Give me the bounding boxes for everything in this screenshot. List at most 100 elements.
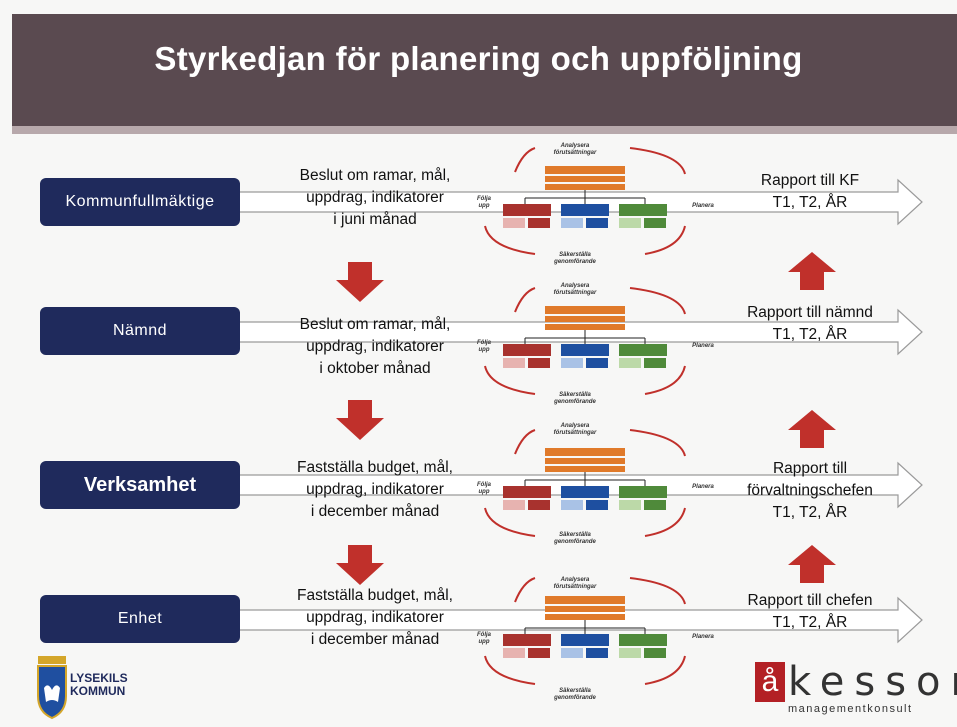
cycle-box	[545, 184, 625, 190]
cycle-box	[545, 306, 625, 314]
down-arrow-icon	[336, 262, 384, 302]
report-line: T1, T2, ÅR	[772, 194, 848, 211]
cycle-label-right: Planera	[692, 343, 714, 349]
cycle-box	[561, 344, 609, 356]
cycle-arrow	[629, 147, 686, 175]
cycle-box	[503, 358, 525, 368]
cycle-box	[528, 358, 550, 368]
cycle-box	[561, 648, 583, 658]
cycle-label-bottom: Säkerställa genomförande	[554, 392, 596, 405]
cycle-box	[561, 486, 609, 498]
report-kommunfullmaktige: Rapport till KF T1, T2, ÅR	[720, 170, 900, 214]
cycle-connector	[524, 472, 646, 486]
cycle-box	[528, 218, 550, 228]
cycle-arrow	[644, 225, 686, 255]
desc-line: uppdrag, indikatorer	[306, 189, 444, 206]
cycle-label-bottom: Säkerställa genomförande	[554, 688, 596, 701]
cycle-connector	[524, 330, 646, 344]
cycle-box	[644, 358, 666, 368]
cycle-box	[619, 358, 641, 368]
logo-line: LYSEKILS	[70, 671, 128, 685]
cycle-box	[619, 344, 667, 356]
cycle-arrow	[514, 577, 536, 603]
up-arrow-icon	[788, 545, 836, 583]
cycle-arrow	[484, 655, 536, 685]
level-box-namnd: Nämnd	[40, 307, 240, 355]
report-line: Rapport till chefen	[747, 592, 873, 609]
cycle-box	[619, 218, 641, 228]
level-box-kommunfullmaktige: Kommunfullmäktige	[40, 178, 240, 226]
cycle-arrow	[629, 577, 686, 605]
cycle-label-left: Följa upp	[476, 632, 491, 645]
report-line: förvaltningschefen	[747, 482, 873, 499]
cycle-box	[561, 358, 583, 368]
akesson-logo-name: kesson	[788, 659, 957, 705]
cycle-arrow	[644, 365, 686, 395]
desc-line: i december månad	[310, 631, 440, 648]
cycle-box	[561, 204, 609, 216]
report-verksamhet: Rapport till förvaltningschefen T1, T2, …	[720, 458, 900, 524]
cycle-box	[503, 218, 525, 228]
cycle-label-right: Planera	[692, 634, 714, 640]
cycle-arrow	[644, 507, 686, 537]
desc-line: Beslut om ramar, mål,	[299, 316, 451, 333]
cycle-arrow	[514, 147, 536, 173]
level-desc-kommunfullmaktige: Beslut om ramar, mål, uppdrag, indikator…	[275, 165, 475, 231]
cycle-box	[503, 500, 525, 510]
cycle-box	[503, 204, 551, 216]
cycle-box	[644, 648, 666, 658]
cycle-label-left: Följa upp	[476, 340, 491, 353]
report-enhet: Rapport till chefen T1, T2, ÅR	[720, 590, 900, 634]
akesson-logo-mark: å	[755, 662, 785, 702]
desc-line: i december månad	[310, 503, 440, 520]
cycle-box	[561, 500, 583, 510]
cycle-label-bottom: Säkerställa genomförande	[554, 532, 596, 545]
cycle-box	[619, 500, 641, 510]
cycle-box	[545, 596, 625, 604]
lysekil-coat-of-arms-icon	[37, 656, 67, 720]
cycle-arrow	[629, 429, 686, 457]
cycle-box	[545, 176, 625, 182]
desc-line: uppdrag, indikatorer	[306, 609, 444, 626]
cycle-label-bottom: Säkerställa genomförande	[554, 252, 596, 265]
cycle-box	[586, 218, 608, 228]
title-bar	[12, 14, 957, 126]
cycle-box	[619, 634, 667, 646]
cycle-box	[545, 316, 625, 322]
cycle-box	[619, 204, 667, 216]
level-desc-enhet: Fastställa budget, mål, uppdrag, indikat…	[275, 585, 475, 651]
desc-line: i oktober månad	[319, 360, 431, 377]
cycle-box	[545, 448, 625, 456]
cycle-arrow	[514, 287, 536, 313]
cycle-box	[545, 458, 625, 464]
report-line: Rapport till KF	[760, 172, 860, 189]
cycle-box	[545, 614, 625, 620]
desc-line: uppdrag, indikatorer	[306, 338, 444, 355]
desc-line: Fastställa budget, mål,	[297, 459, 453, 476]
level-desc-verksamhet: Fastställa budget, mål, uppdrag, indikat…	[275, 457, 475, 523]
cycle-connector	[524, 620, 646, 634]
level-box-enhet: Enhet	[40, 595, 240, 643]
cycle-box	[528, 648, 550, 658]
level-box-verksamhet: Verksamhet	[40, 461, 240, 509]
cycle-box	[586, 648, 608, 658]
down-arrow-icon	[336, 545, 384, 585]
cycle-box	[586, 500, 608, 510]
flow-arrow	[237, 461, 923, 509]
report-line: Rapport till nämnd	[747, 304, 873, 321]
report-line: Rapport till	[772, 460, 848, 477]
akesson-logo-subtitle: managementkonsult	[788, 703, 913, 715]
cycle-box	[619, 486, 667, 498]
report-line: T1, T2, ÅR	[772, 326, 848, 343]
cycle-label-top: Analysera förutsättningar	[553, 577, 597, 590]
cycle-box	[503, 634, 551, 646]
up-arrow-icon	[788, 252, 836, 290]
desc-line: i juni månad	[333, 211, 417, 228]
down-arrow-icon	[336, 400, 384, 440]
cycle-label-right: Planera	[692, 484, 714, 490]
cycle-label-right: Planera	[692, 203, 714, 209]
cycle-box	[644, 500, 666, 510]
cycle-connector	[524, 190, 646, 204]
cycle-arrow	[629, 287, 686, 315]
